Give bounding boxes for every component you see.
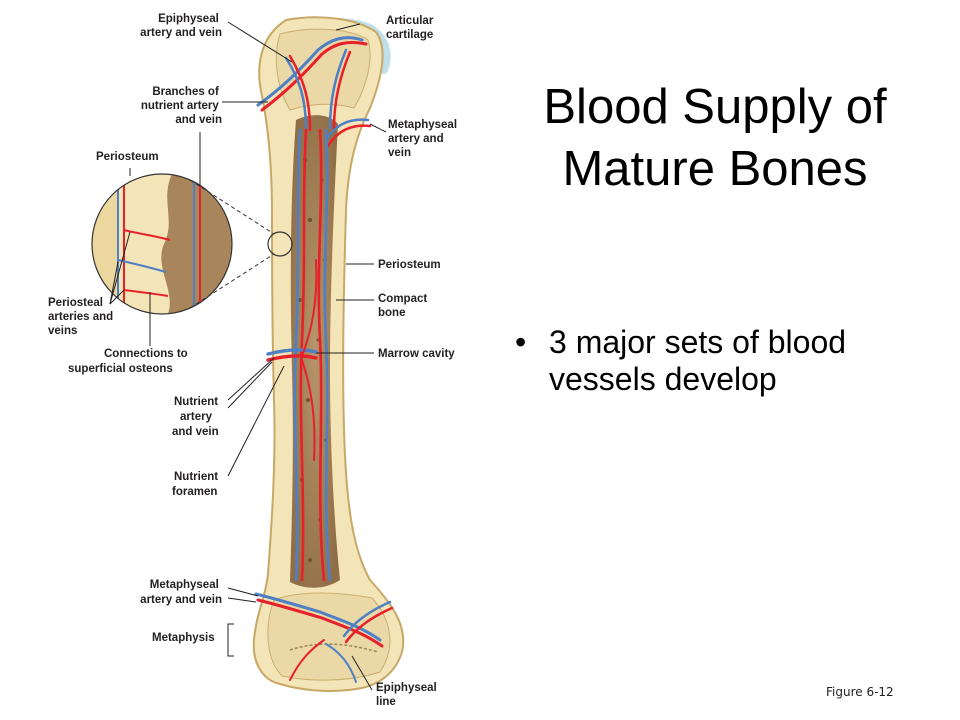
label-nutrient-artery-vein: Nutrient artery and vein <box>172 396 221 438</box>
artery-path <box>344 606 394 644</box>
leader-lines <box>109 21 387 691</box>
artery-path <box>123 229 171 241</box>
inset-source-circle <box>267 231 293 257</box>
label-connections-osteons: Connections to superficial osteons <box>68 348 191 375</box>
artery-path <box>317 128 326 582</box>
label-periosteum-inset: Periosteum <box>96 151 159 163</box>
bullet-list: 3 major sets of blood vessels develop <box>515 324 915 398</box>
magnified-inset <box>91 173 293 315</box>
artery-path <box>256 598 384 648</box>
vein-path <box>284 56 308 132</box>
bullet-item: 3 major sets of blood vessels develop <box>515 324 915 398</box>
label-metaphysis: Metaphysis <box>152 632 215 644</box>
vein-path <box>325 643 357 683</box>
artery-path <box>326 124 372 148</box>
label-metaphyseal-lower: Metaphyseal artery and vein <box>140 579 222 606</box>
spongy-bone-distal <box>267 592 391 681</box>
inset-marrow <box>161 174 232 314</box>
artery-path <box>301 359 316 461</box>
epiphyseal-line-mark <box>289 643 379 653</box>
label-articular-cartilage: Articular cartilage <box>386 15 437 41</box>
vein-path <box>324 118 370 142</box>
label-periosteal-vessels: Periosteal arteries and veins <box>48 297 116 337</box>
vein-path <box>323 128 332 582</box>
artery-path <box>332 50 352 130</box>
vein-path <box>293 128 302 582</box>
artery-path <box>289 639 325 681</box>
label-branches-nutrient: Branches of nutrient artery and vein <box>141 86 222 126</box>
artery-path <box>288 54 312 132</box>
label-epiphyseal-artery-vein: Epiphyseal artery and vein <box>140 13 222 39</box>
label-compact-bone: Compact bone <box>378 293 430 319</box>
label-marrow-cavity: Marrow cavity <box>378 348 455 360</box>
artery-path <box>301 259 318 357</box>
label-nutrient-foramen: Nutrient foramen <box>172 471 221 498</box>
blood-vessels <box>254 36 394 683</box>
artery-path <box>123 289 169 297</box>
label-periosteum: Periosteum <box>378 259 441 271</box>
vein-path <box>256 36 364 107</box>
slide-title: Blood Supply of Mature Bones <box>543 80 887 196</box>
artery-path <box>266 354 318 362</box>
artery-path <box>299 128 308 582</box>
vein-path <box>328 48 348 130</box>
figure-reference: Figure 6-12 <box>826 685 894 699</box>
artery-path <box>260 40 368 112</box>
label-epiphyseal-line: Epiphyseal line <box>376 682 440 708</box>
vein-path <box>266 348 318 356</box>
vein-path <box>342 600 392 638</box>
label-metaphyseal-upper: Metaphyseal artery and vein <box>388 119 460 159</box>
vein-path <box>254 592 382 642</box>
femur-illustration <box>252 16 405 692</box>
